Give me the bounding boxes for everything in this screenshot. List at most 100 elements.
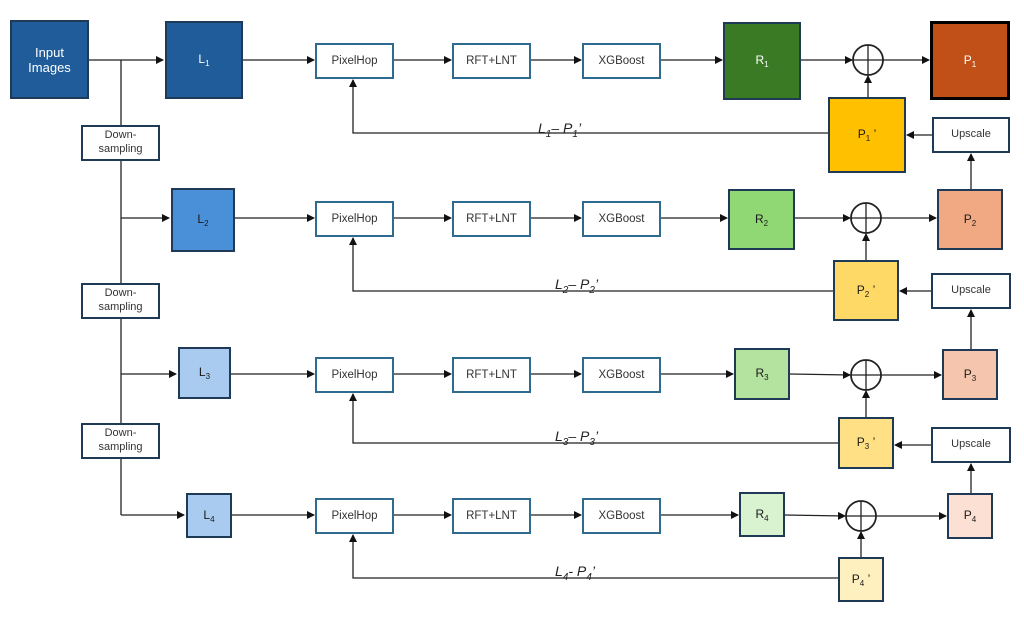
r2-box: R2 [728,189,795,250]
xgboost-box-2: XGBoost [582,201,661,237]
pixelhop-box-1: PixelHop [315,43,394,79]
pixelhop-label: PixelHop [331,213,378,225]
xgboost-label: XGBoost [598,369,645,381]
l-label: L [198,365,206,379]
xgboost-label: XGBoost [598,510,645,522]
p3-box: P3 [942,349,998,400]
res-p: P [563,120,573,136]
res-p-sub: 3 [589,436,595,448]
xgboost-box-1: XGBoost [582,43,661,79]
r-subscript: 4 [764,513,769,523]
res-minus: – [568,428,581,444]
pixelhop-label: PixelHop [331,510,378,522]
downsampling-box-3: Down- sampling [81,423,160,459]
residual-label-4: L4- P4’ [555,563,595,583]
r3-box: R3 [734,348,790,400]
res-l-sub: 4 [562,571,569,583]
p-prime-label: P [856,282,865,297]
downsampling-box-1: Down- sampling [81,125,160,161]
l-label: L [203,507,211,522]
upscale-box-1: Upscale [932,117,1010,153]
p-prime-subscript: 2 [864,289,870,299]
p2-box: P2 [937,189,1003,250]
p-subscript: 3 [971,373,977,383]
r-label: R [755,53,765,67]
res-prime: ’ [594,428,599,444]
l-subscript: 1 [205,59,210,68]
arrow-r-to-sum [789,370,851,379]
res-p: P [580,276,590,292]
l-label: L [197,212,205,226]
rft-lnt-box-2: RFT+LNT [452,201,531,237]
res-l: L [555,428,563,444]
res-minus: – [568,276,581,292]
rft-lnt-box-1: RFT+LNT [452,43,531,79]
res-l: L [538,120,546,136]
res-prime: ’ [591,563,595,579]
l1-box: L1 [165,21,243,99]
res-p-sub: 1 [572,128,578,140]
residual-label-1: L1– P1’ [538,120,581,140]
res-prime: ’ [577,120,582,136]
rft-lnt-box-3: RFT+LNT [452,357,531,393]
r-label: R [755,506,765,521]
upscale-box-3: Upscale [931,427,1011,463]
p-prime-label: P [857,127,866,141]
r1-box: R1 [723,22,801,100]
l2-box: L2 [171,188,235,252]
pixelhop-box-3: PixelHop [315,357,394,393]
upscale-box-2: Upscale [931,273,1011,309]
res-p-sub: 2 [589,284,595,296]
downsampling-label: sampling [98,301,143,313]
res-l: L [555,276,563,292]
input-images-box: Input Images [10,20,89,99]
arrow-r-to-sum [784,511,846,520]
residual-label-3: L3– P3’ [555,428,598,448]
p-prime-subscript: 1 [865,134,871,143]
p-prime-subscript: 3 [864,442,870,451]
xgboost-box-4: XGBoost [582,498,661,534]
pixelhop-box-2: PixelHop [315,201,394,237]
l-subscript: 2 [204,219,209,228]
feedback-arrow-residual [349,79,828,134]
pixelhop-label: PixelHop [331,55,378,67]
res-l-sub: 3 [562,436,569,448]
r-subscript: 2 [763,218,769,228]
res-l: L [555,563,563,579]
p-label: P [963,52,972,67]
p4-prime-box: P4 ’ [838,557,884,602]
downsampling-label: sampling [98,143,143,155]
prime-mark: ’ [869,282,876,297]
upscale-label: Upscale [951,128,991,141]
input-label-line2: Images [28,59,71,75]
upscale-label: Upscale [951,284,991,297]
r-label: R [754,211,764,226]
feedback-arrow-residual [349,534,838,579]
res-p: P [576,563,587,579]
pixelhop-box-4: PixelHop [315,498,394,534]
p-subscript: 4 [971,515,977,524]
res-p: P [580,428,590,444]
p-prime-subscript: 4 [859,578,865,588]
p-label: P [963,366,972,381]
downsampling-label: sampling [98,441,143,453]
prime-mark: ’ [869,435,876,449]
downsampling-label: Down- [104,427,137,440]
xgboost-label: XGBoost [598,213,645,225]
downsampling-box-2: Down- sampling [81,283,160,319]
rft-lnt-label: RFT+LNT [466,510,517,522]
p-label: P [963,508,972,522]
r-subscript: 1 [764,60,769,69]
l-label: L [198,52,206,66]
p1-box: P1 [930,21,1010,100]
p-subscript: 2 [971,218,977,228]
res-l-sub: 2 [562,284,569,296]
l4-box: L4 [186,493,232,538]
p3-prime-box: P3 ’ [838,417,894,469]
r4-box: R4 [739,492,785,537]
l-subscript: 4 [210,514,215,524]
p-label: P [963,211,972,226]
residual-label-2: L2– P2’ [555,276,598,296]
p2-prime-box: P2 ’ [833,260,899,321]
